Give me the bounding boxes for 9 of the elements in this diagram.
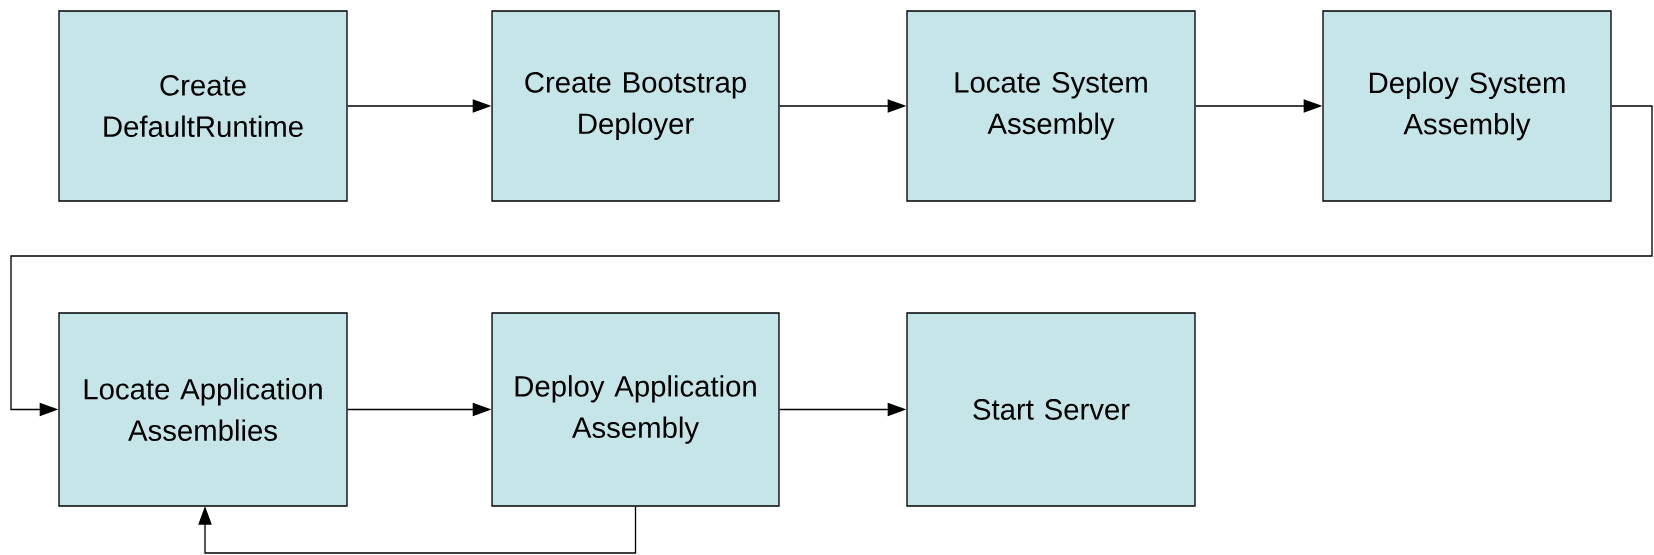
process-box: Locate System Assembly (906, 10, 1196, 202)
process-box: Start Server (906, 312, 1196, 507)
process-box: Locate Application Assemblies (58, 312, 348, 507)
arrow (10, 105, 1653, 417)
process-box: Create DefaultRuntime (58, 10, 348, 202)
process-box: Create Bootstrap Deployer (491, 10, 780, 202)
process-box: Deploy System Assembly (1322, 10, 1612, 202)
arrow (198, 506, 637, 554)
process-box: Deploy Application Assembly (491, 312, 780, 507)
